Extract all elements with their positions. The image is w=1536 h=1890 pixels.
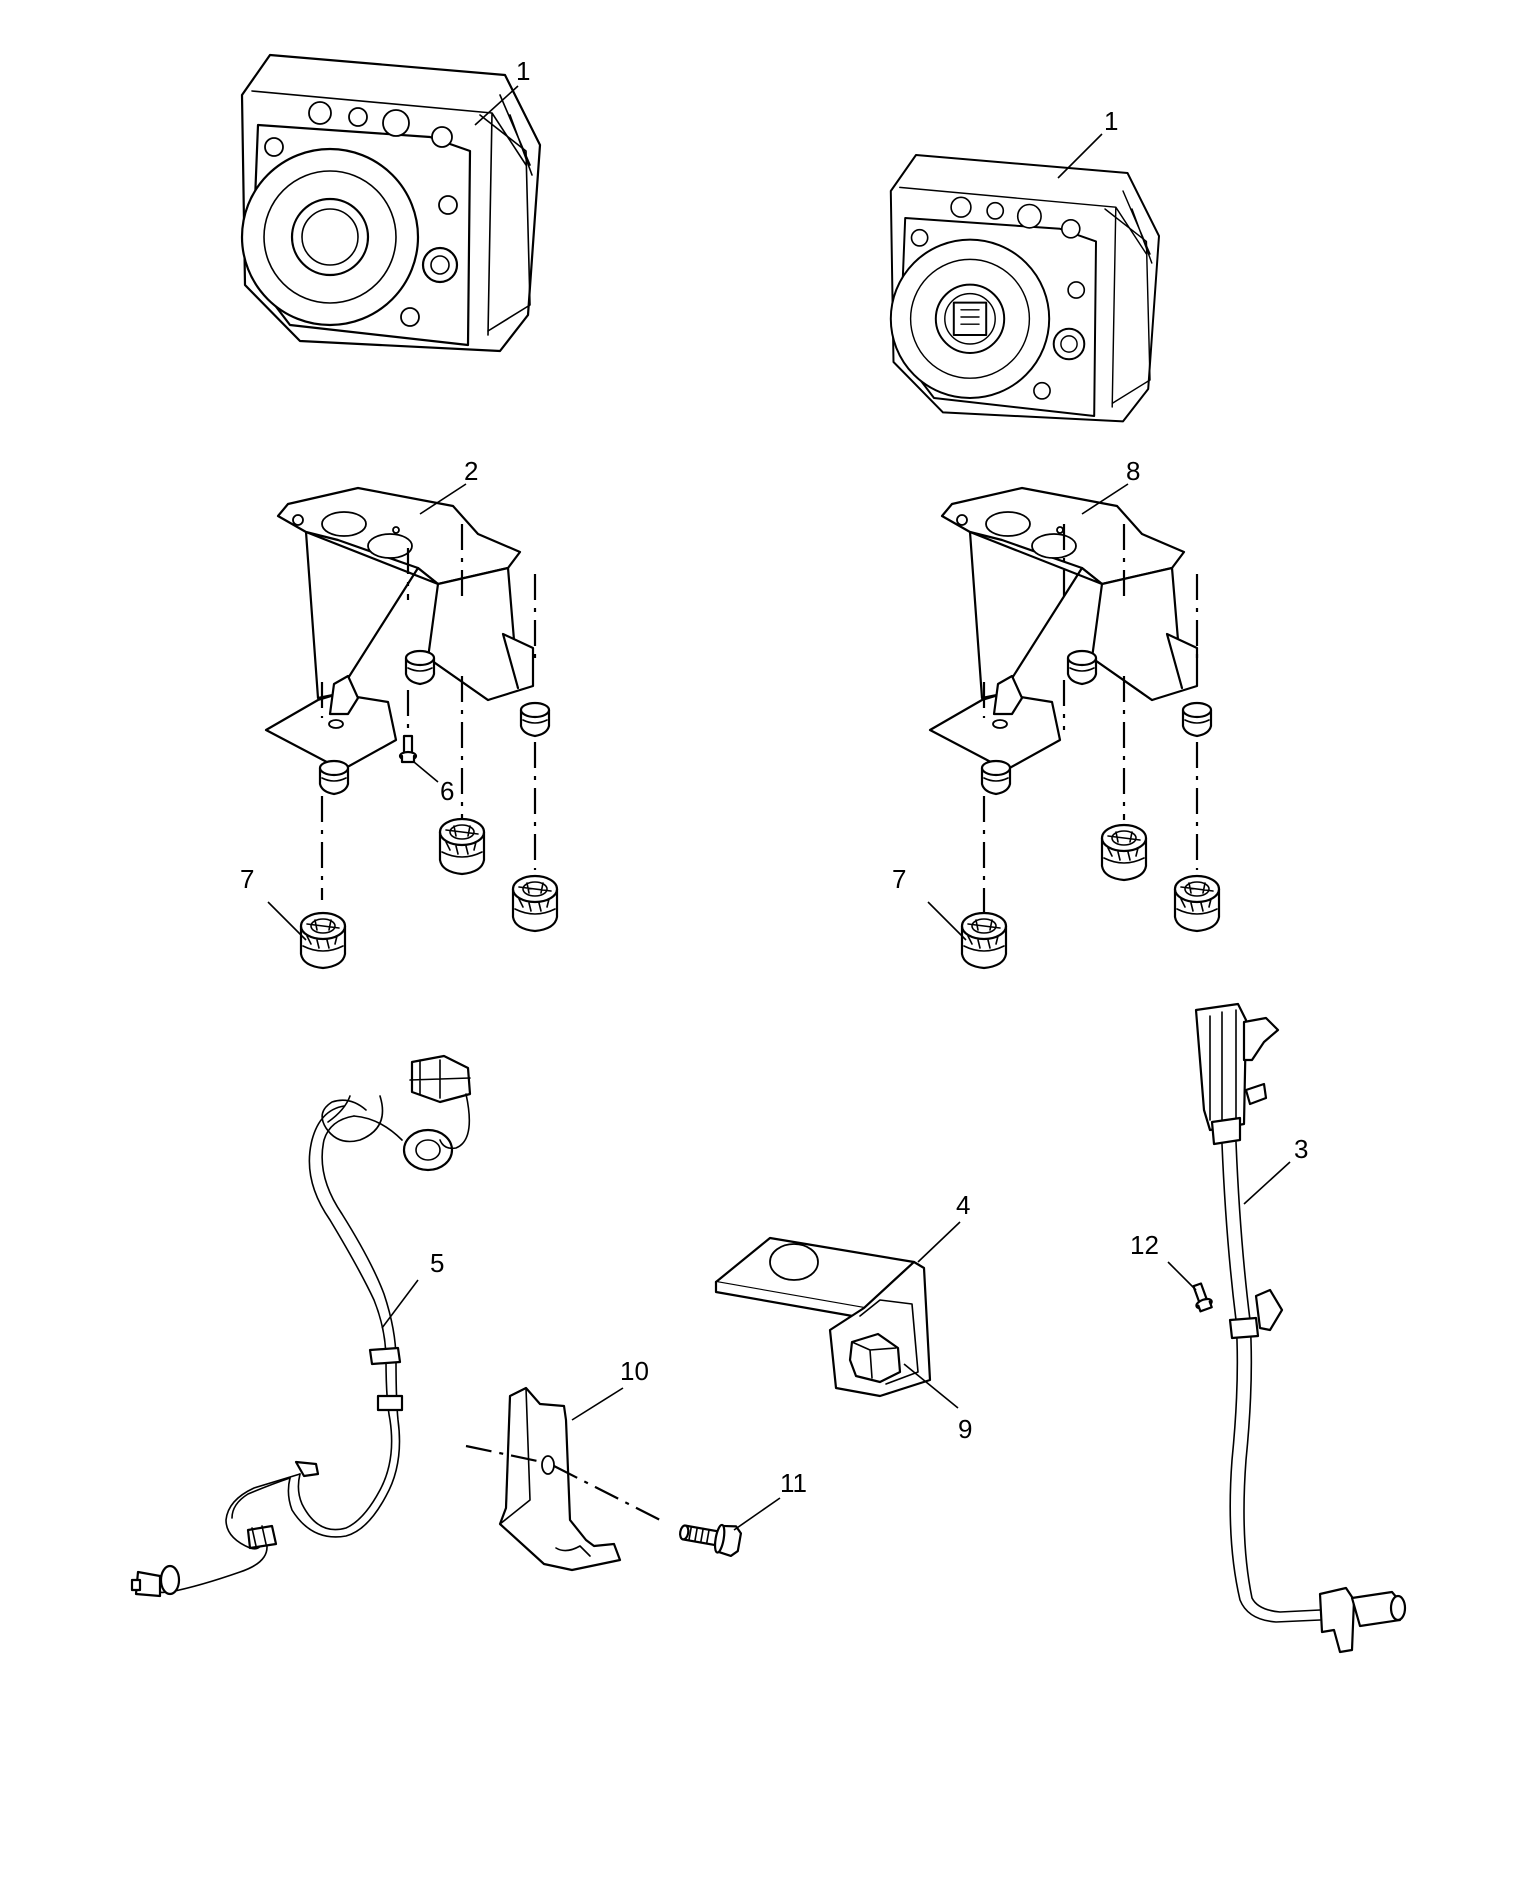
callout-bracket-left: 2 xyxy=(464,456,478,486)
clip-bracket xyxy=(498,1386,622,1572)
sensor-bracket xyxy=(714,1236,932,1398)
isolator xyxy=(1100,823,1148,882)
callout-bracket-right: 8 xyxy=(1126,456,1140,486)
bolt-lower xyxy=(676,1515,744,1559)
bracket-left xyxy=(264,486,535,772)
callout-bolt-lower: 11 xyxy=(780,1468,807,1498)
callout-abs-module-left: 1 xyxy=(516,56,530,86)
screw-small xyxy=(398,734,418,764)
callout-bolt-upper: 9 xyxy=(958,1414,972,1444)
isolator xyxy=(960,911,1008,970)
isolator xyxy=(1173,874,1221,933)
callout-clip-bracket: 10 xyxy=(620,1356,649,1386)
callout-isolator-right: 7 xyxy=(892,864,906,894)
abs-module-right xyxy=(889,154,1160,423)
isolator xyxy=(299,911,347,970)
callout-wheel-sensor-front: 5 xyxy=(430,1248,444,1278)
abs-module-left xyxy=(240,53,542,353)
callout-screw-rear: 12 xyxy=(1130,1230,1159,1260)
callout-isolator-left: 7 xyxy=(240,864,254,894)
callout-sensor-bracket: 4 xyxy=(956,1190,970,1220)
isolator xyxy=(438,817,486,876)
callout-screw-small: 6 xyxy=(440,776,454,806)
callout-abs-module-right: 1 xyxy=(1104,106,1118,136)
wheel-sensor-rear xyxy=(1194,1002,1407,1654)
wheel-sensor-front xyxy=(130,1054,472,1598)
callout-wheel-sensor-rear: 3 xyxy=(1294,1134,1308,1164)
isolator xyxy=(511,874,559,933)
